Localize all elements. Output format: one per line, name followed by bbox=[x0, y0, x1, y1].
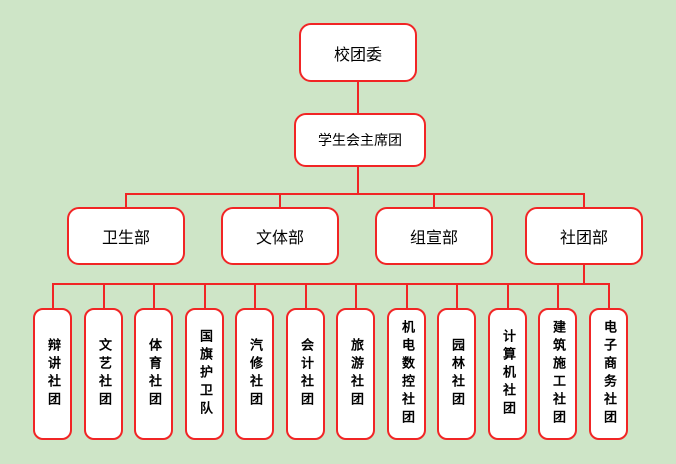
connector-stub bbox=[433, 194, 435, 208]
node-label: 机电数控社团 bbox=[399, 320, 414, 428]
node-club-arts[interactable]: 文艺社团 bbox=[84, 308, 123, 440]
connector-stub bbox=[254, 284, 256, 309]
node-culture-sports-dept[interactable]: 文体部 bbox=[221, 207, 339, 265]
connector-stub bbox=[507, 284, 509, 309]
node-club-tourism[interactable]: 旅游社团 bbox=[336, 308, 375, 440]
node-club-debate-speech[interactable]: 辩讲社团 bbox=[33, 308, 72, 440]
node-label: 汽修社团 bbox=[247, 338, 262, 410]
connector-stub bbox=[608, 284, 610, 309]
connector-clubs-dept-down bbox=[583, 264, 585, 284]
node-youth-league-committee[interactable]: 校团委 bbox=[299, 23, 417, 82]
node-label: 体育社团 bbox=[146, 338, 161, 410]
node-club-gardening[interactable]: 园林社团 bbox=[437, 308, 476, 440]
node-clubs-dept[interactable]: 社团部 bbox=[525, 207, 643, 265]
node-label: 国旗护卫队 bbox=[197, 329, 212, 419]
connector-stub bbox=[456, 284, 458, 309]
connector-stub bbox=[557, 284, 559, 309]
node-label: 社团部 bbox=[559, 228, 608, 247]
node-label: 辩讲社团 bbox=[45, 338, 60, 410]
node-label: 文体部 bbox=[255, 228, 304, 247]
node-label: 组宣部 bbox=[409, 228, 458, 247]
node-club-auto-repair[interactable]: 汽修社团 bbox=[235, 308, 274, 440]
connector-stub bbox=[204, 284, 206, 309]
node-student-union-presidium[interactable]: 学生会主席团 bbox=[294, 113, 426, 167]
node-label: 计算机社团 bbox=[500, 329, 515, 419]
connector-stub bbox=[583, 194, 585, 208]
node-org-publicity-dept[interactable]: 组宣部 bbox=[375, 207, 493, 265]
connector-stub bbox=[305, 284, 307, 309]
connector-clubs-rail bbox=[52, 283, 610, 285]
connector-stub bbox=[279, 194, 281, 208]
node-health-dept[interactable]: 卫生部 bbox=[67, 207, 185, 265]
connector-departments-rail bbox=[125, 193, 585, 195]
node-club-flag-guard[interactable]: 国旗护卫队 bbox=[185, 308, 224, 440]
node-club-computer[interactable]: 计算机社团 bbox=[488, 308, 527, 440]
node-label: 卫生部 bbox=[101, 228, 150, 247]
connector-stub bbox=[125, 194, 127, 208]
node-club-mechatronics-cnc[interactable]: 机电数控社团 bbox=[387, 308, 426, 440]
node-club-ecommerce[interactable]: 电子商务社团 bbox=[589, 308, 628, 440]
node-club-sports[interactable]: 体育社团 bbox=[134, 308, 173, 440]
node-label: 会计社团 bbox=[298, 338, 313, 410]
node-label: 旅游社团 bbox=[348, 338, 363, 410]
node-label: 园林社团 bbox=[449, 338, 464, 410]
connector-stub bbox=[153, 284, 155, 309]
node-label: 文艺社团 bbox=[96, 338, 111, 410]
node-label: 校团委 bbox=[333, 44, 382, 64]
connector-stub bbox=[103, 284, 105, 309]
connector-stub bbox=[406, 284, 408, 309]
node-club-construction[interactable]: 建筑施工社团 bbox=[538, 308, 577, 440]
node-label: 建筑施工社团 bbox=[550, 320, 565, 428]
node-label: 学生会主席团 bbox=[318, 133, 402, 149]
connector-presidium-down bbox=[357, 166, 359, 195]
connector-stub bbox=[52, 284, 54, 309]
connector-stub bbox=[355, 284, 357, 309]
node-club-accounting[interactable]: 会计社团 bbox=[286, 308, 325, 440]
node-label: 电子商务社团 bbox=[601, 320, 616, 428]
connector-root-to-presidium bbox=[357, 82, 359, 114]
